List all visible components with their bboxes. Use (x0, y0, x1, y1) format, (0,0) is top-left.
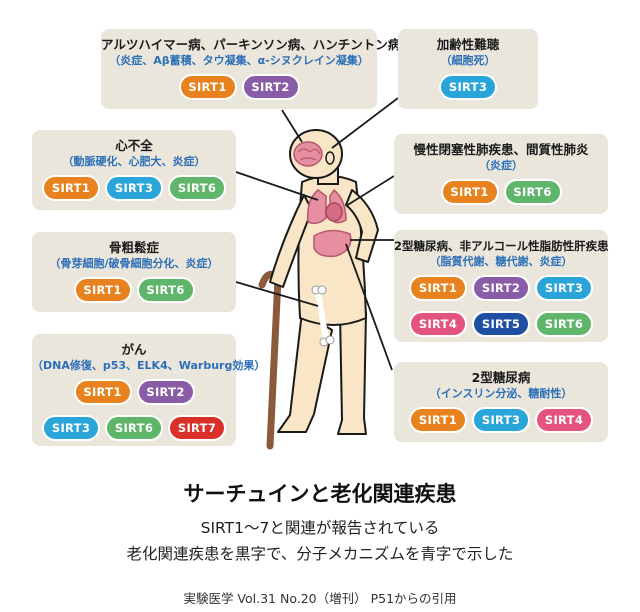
disease-name: 加齢性難聴 (436, 37, 500, 52)
sirt-badge: SIRT1 (42, 175, 100, 201)
sirt-badge: SIRT2 (472, 275, 530, 301)
sirt-badge: SIRT5 (472, 311, 530, 337)
disease-name: 心不全 (115, 138, 153, 153)
caption-line-2: 老化関連疾患を黒字で、分子メカニズムを青字で示した (126, 545, 514, 563)
sirt-badge: SIRT1 (73, 277, 132, 303)
sirt-badge: SIRT1 (73, 379, 132, 405)
disease-name: 慢性閉塞性肺疾患、間質性肺炎 (413, 142, 589, 157)
sirt-pill-group: SIRT1 SIRT3 SIRT4 (394, 407, 608, 433)
sirt-badge: SIRT3 (105, 175, 163, 201)
sirt-badge: SIRT7 (168, 415, 226, 441)
sirt-badge: SIRT2 (136, 379, 195, 405)
sirt-pill-group: SIRT1 SIRT2 SIRT3 SIRT6 SIRT7 (32, 379, 236, 441)
sirt-badge: SIRT1 (409, 275, 467, 301)
sirt-badge: SIRT1 (178, 74, 237, 100)
source-citation: 実験医学 Vol.31 No.20（増刊） P51からの引用 (183, 591, 457, 606)
disease-mechanism: （炎症、Aβ蓄積、タウ凝集、α-シヌクレイン凝集） (109, 54, 369, 67)
disease-mechanism: （骨芽細胞/破骨細胞分化、炎症） (49, 257, 219, 270)
sirt-badge: SIRT3 (439, 74, 497, 100)
disease-box-osteoporosis: 骨粗鬆症 （骨芽細胞/破骨細胞分化、炎症） SIRT1 SIRT6 (32, 232, 236, 312)
sirt-pill-group: SIRT1 SIRT3 SIRT6 (32, 175, 236, 201)
disease-box-heart-failure: 心不全 （動脈硬化、心肥大、炎症） SIRT1 SIRT3 SIRT6 (32, 130, 236, 210)
sirt-badge: SIRT1 (409, 407, 467, 433)
sirt-badge: SIRT3 (535, 275, 593, 301)
disease-name: 骨粗鬆症 (108, 240, 159, 255)
diagram-stage: アルツハイマー病、パーキンソン病、ハンチントン病 （炎症、Aβ蓄積、タウ凝集、α… (32, 29, 609, 450)
figure-title: サーチュインと老化関連疾患 (183, 482, 457, 506)
sirt-pill-group: SIRT1 SIRT2 SIRT3 SIRT4 SIRT5 SIRT6 (394, 275, 608, 337)
sirt-badge: SIRT4 (409, 311, 467, 337)
sirt-badge: SIRT4 (535, 407, 593, 433)
disease-box-copd: 慢性閉塞性肺疾患、間質性肺炎 （炎症） SIRT1 SIRT6 (394, 134, 608, 214)
sirt-pill-group: SIRT1 SIRT2 (101, 74, 377, 100)
sirt-badge: SIRT6 (503, 179, 562, 205)
sirt-badge: SIRT1 (440, 179, 499, 205)
disease-box-t2d-nafld: 2型糖尿病、非アルコール性脂肪性肝疾患 （脂質代謝、糖代謝、炎症） SIRT1 … (394, 230, 609, 342)
caption-line-1: SIRT1～7と関連が報告されている (200, 519, 440, 537)
disease-mechanism: （インスリン分泌、糖耐性） (429, 387, 573, 400)
sirt-pill-group: SIRT1 SIRT6 (32, 277, 236, 303)
disease-box-neurodegenerative: アルツハイマー病、パーキンソン病、ハンチントン病 （炎症、Aβ蓄積、タウ凝集、α… (101, 29, 401, 109)
disease-name: 2型糖尿病、非アルコール性脂肪性肝疾患 (394, 239, 609, 253)
sirt-badge: SIRT6 (136, 277, 195, 303)
disease-mechanism: （細胞死） (440, 54, 496, 67)
disease-mechanism: （DNA修復、p53、ELK4、Warburg効果） (32, 359, 266, 372)
elderly-figure-illustration (235, 97, 399, 450)
sirt-badge: SIRT2 (241, 74, 300, 100)
sirt-pill-group: SIRT3 (398, 74, 538, 100)
disease-mechanism: （動脈硬化、心肥大、炎症） (62, 155, 206, 168)
sirt-badge: SIRT3 (42, 415, 100, 441)
disease-box-hearing-loss: 加齢性難聴 （細胞死） SIRT3 (398, 29, 538, 109)
disease-mechanism: （脂質代謝、糖代謝、炎症） (429, 255, 573, 268)
sirt-pill-group: SIRT1 SIRT6 (394, 179, 608, 205)
disease-mechanism: （炎症） (479, 159, 523, 172)
sirt-badge: SIRT6 (105, 415, 163, 441)
disease-box-cancer: がん （DNA修復、p53、ELK4、Warburg効果） SIRT1 SIRT… (32, 334, 266, 446)
disease-name: 2型糖尿病 (471, 370, 531, 385)
disease-name: がん (121, 342, 147, 357)
sirt-badge: SIRT3 (472, 407, 530, 433)
disease-name: アルツハイマー病、パーキンソン病、ハンチントン病 (101, 37, 401, 52)
sirt-badge: SIRT6 (168, 175, 226, 201)
sirt-badge: SIRT6 (535, 311, 593, 337)
disease-box-t2d: 2型糖尿病 （インスリン分泌、糖耐性） SIRT1 SIRT3 SIRT4 (394, 362, 608, 442)
